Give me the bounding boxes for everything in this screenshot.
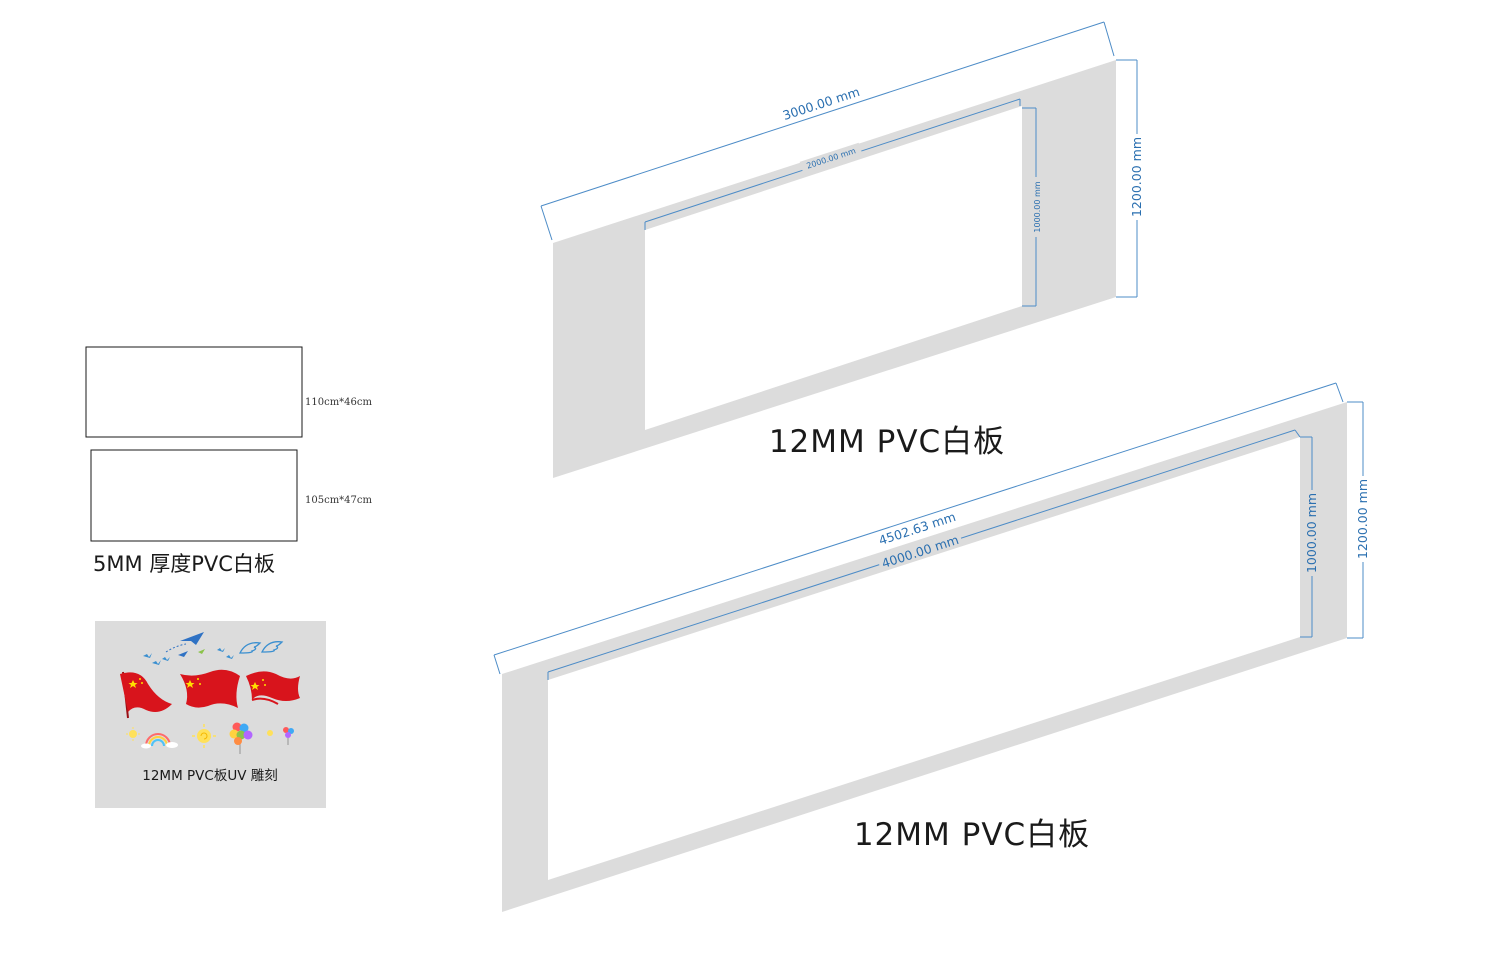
top-dim-inner-height: 1000.00 mm (1022, 107, 1042, 307)
bottom-dim-inner-height-label: 1000.00 mm (1304, 493, 1319, 573)
top-dim-outer-height-label: 1200.00 mm (1129, 137, 1144, 217)
wings-icon (238, 641, 284, 654)
flag-icon-2 (180, 669, 240, 708)
bottom-panel-caption: 12MM PVC白板 (854, 817, 1090, 853)
small-sun-icon (267, 730, 273, 736)
top-dim-outer-width-label: 3000.00 mm (781, 84, 862, 123)
rainbow-icon (141, 733, 178, 749)
top-panel: 3000.00 mm 2000.00 mm 1000.00 mm 1200.00… (540, 21, 1145, 478)
top-dim-outer-height: 1200.00 mm (1116, 59, 1145, 298)
board-2 (90, 449, 298, 542)
uv-sample-caption: 12MM PVC板UV 雕刻 (142, 768, 277, 784)
top-panel-window (645, 106, 1022, 430)
top-panel-caption: 12MM PVC白板 (769, 424, 1005, 460)
board-2-size: 105cm*47cm (305, 495, 372, 506)
bottom-dim-outer-height: 1200.00 mm (1347, 401, 1371, 639)
uv-sample-board (95, 621, 326, 808)
top-dim-inner-height-label: 1000.00 mm (1033, 181, 1042, 232)
small-balloons-icon (283, 727, 294, 745)
uv-sample: 12MM PVC板UV 雕刻 (95, 621, 326, 808)
birds-icon (143, 648, 234, 665)
bottom-dim-outer-height-label: 1200.00 mm (1355, 479, 1370, 559)
board-1-size: 110cm*46cm (305, 397, 372, 408)
flag-icon-1 (120, 671, 172, 719)
balloons-icon (229, 722, 253, 754)
small-boards: 110cm*46cm 105cm*47cm 5MM 厚度PVC白板 (85, 346, 372, 576)
bottom-panel-window (548, 437, 1300, 880)
sun-spiral-icon (192, 724, 216, 748)
sun-icon (126, 727, 140, 741)
board-1 (85, 346, 303, 438)
bottom-dim-inner-height: 1000.00 mm (1300, 436, 1320, 638)
small-boards-caption: 5MM 厚度PVC白板 (93, 552, 275, 576)
flag-icon-3 (246, 671, 300, 705)
paper-plane-icon (165, 632, 205, 657)
bottom-panel: 4502.63 mm 4000.00 mm 1000.00 mm 1200.00… (493, 382, 1371, 912)
